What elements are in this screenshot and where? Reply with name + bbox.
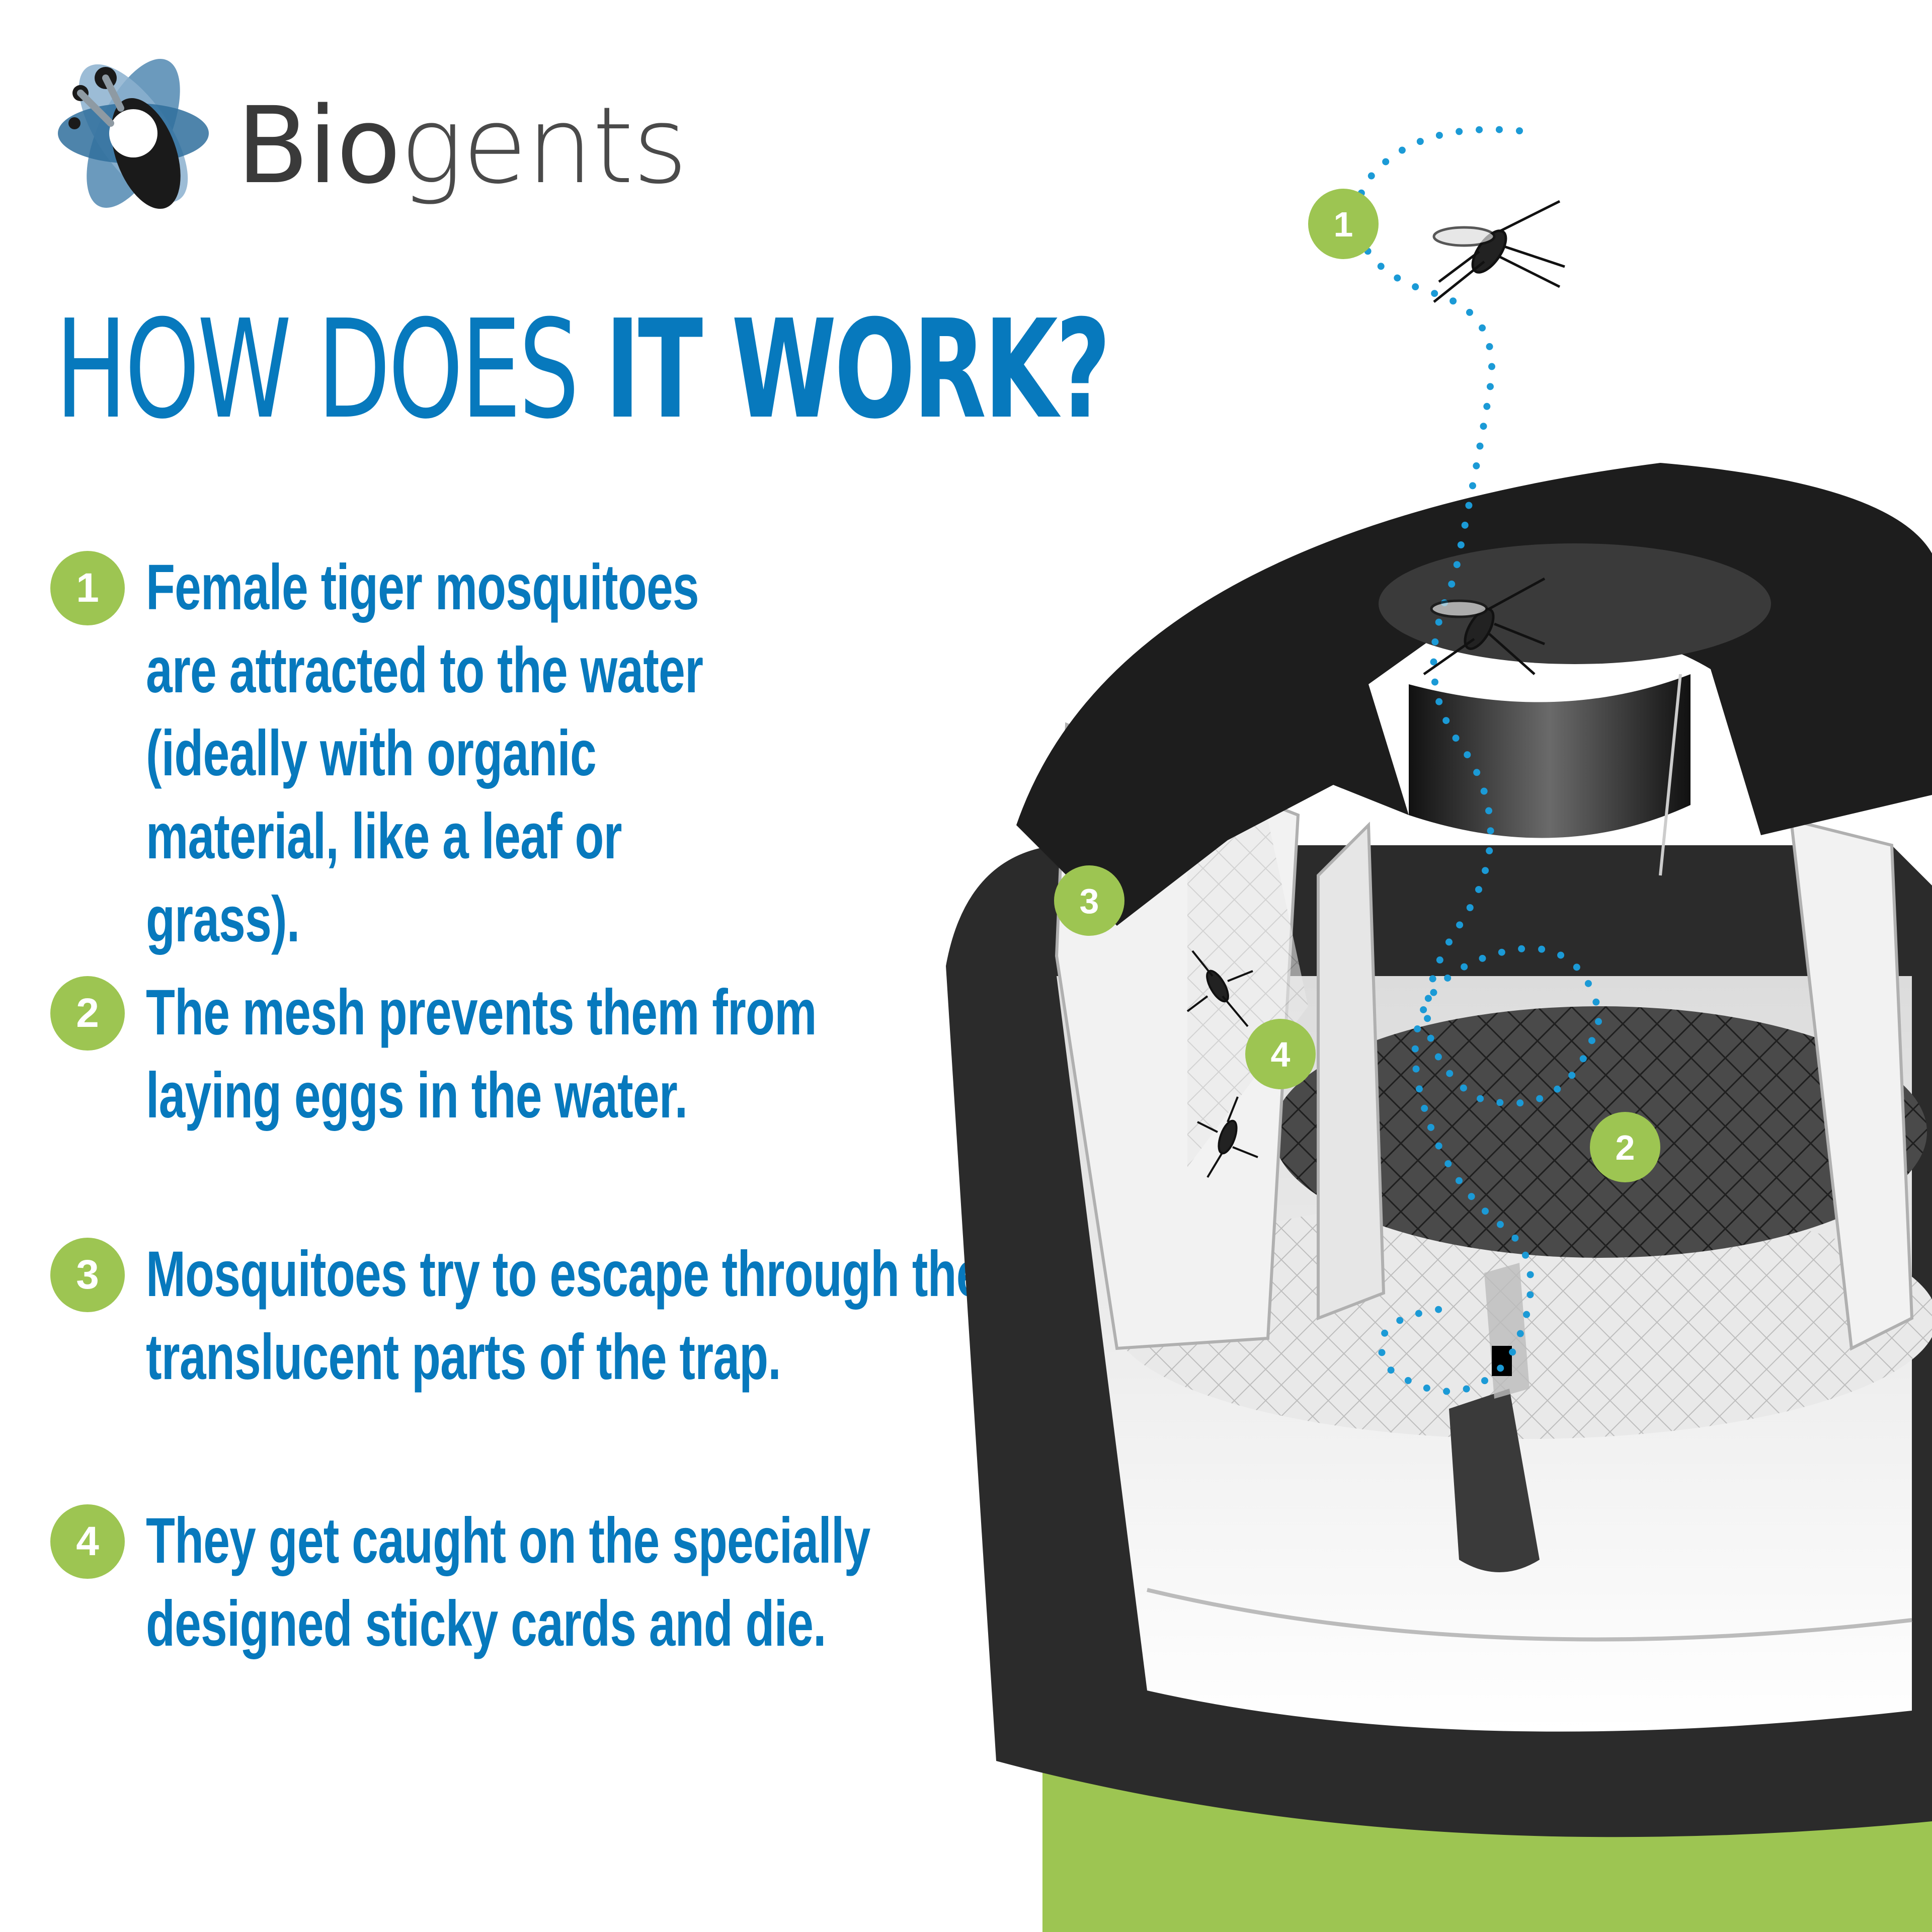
mosquito-icon-panel-2 [1197, 1096, 1258, 1178]
diagram-marker-2: 2 [1590, 1112, 1660, 1182]
diagram-marker-3: 3 [1054, 865, 1124, 936]
mosquito-icon-panel-1 [1186, 950, 1253, 1027]
mosquito-icon-flying [1432, 200, 1565, 303]
black-lid [1016, 463, 1932, 926]
step-text: They get caught on the specially designe… [146, 1505, 870, 1660]
brand-logo-group: Biogents [50, 48, 688, 219]
marker-label: 4 [1271, 1035, 1291, 1074]
trap-illustration: 1 2 3 4 [906, 101, 1932, 1932]
title-part-it-work: IT WORK? [605, 290, 1111, 449]
step-number-badge: 4 [50, 1504, 125, 1579]
biogents-logo-icon [50, 48, 216, 219]
flight-path [1354, 126, 1604, 1395]
step-number-badge: 2 [50, 976, 125, 1051]
diagram-marker-1: 1 [1308, 189, 1379, 259]
diagram-marker-4: 4 [1245, 1019, 1316, 1089]
step-text: Female tiger mosquitoes are attracted to… [146, 551, 703, 955]
step-text: Mosquitoes try to escape through the tra… [146, 1238, 983, 1393]
step-number-badge: 3 [50, 1238, 125, 1312]
brand-name-bio: Bio [236, 84, 401, 207]
brand-name: Biogents [236, 93, 688, 199]
marker-label: 2 [1616, 1128, 1635, 1167]
brand-name-gents: gents [399, 84, 688, 207]
step-number-badge: 1 [50, 551, 125, 625]
title-part-how-does: HOW DOES [55, 290, 605, 449]
marker-label: 1 [1334, 205, 1353, 244]
page-title: HOW DOES IT WORK? [55, 302, 1111, 438]
step-text: The mesh prevents them from laying eggs … [146, 977, 817, 1132]
mosquito-icon-cup [1423, 577, 1546, 676]
marker-label: 3 [1080, 881, 1099, 921]
